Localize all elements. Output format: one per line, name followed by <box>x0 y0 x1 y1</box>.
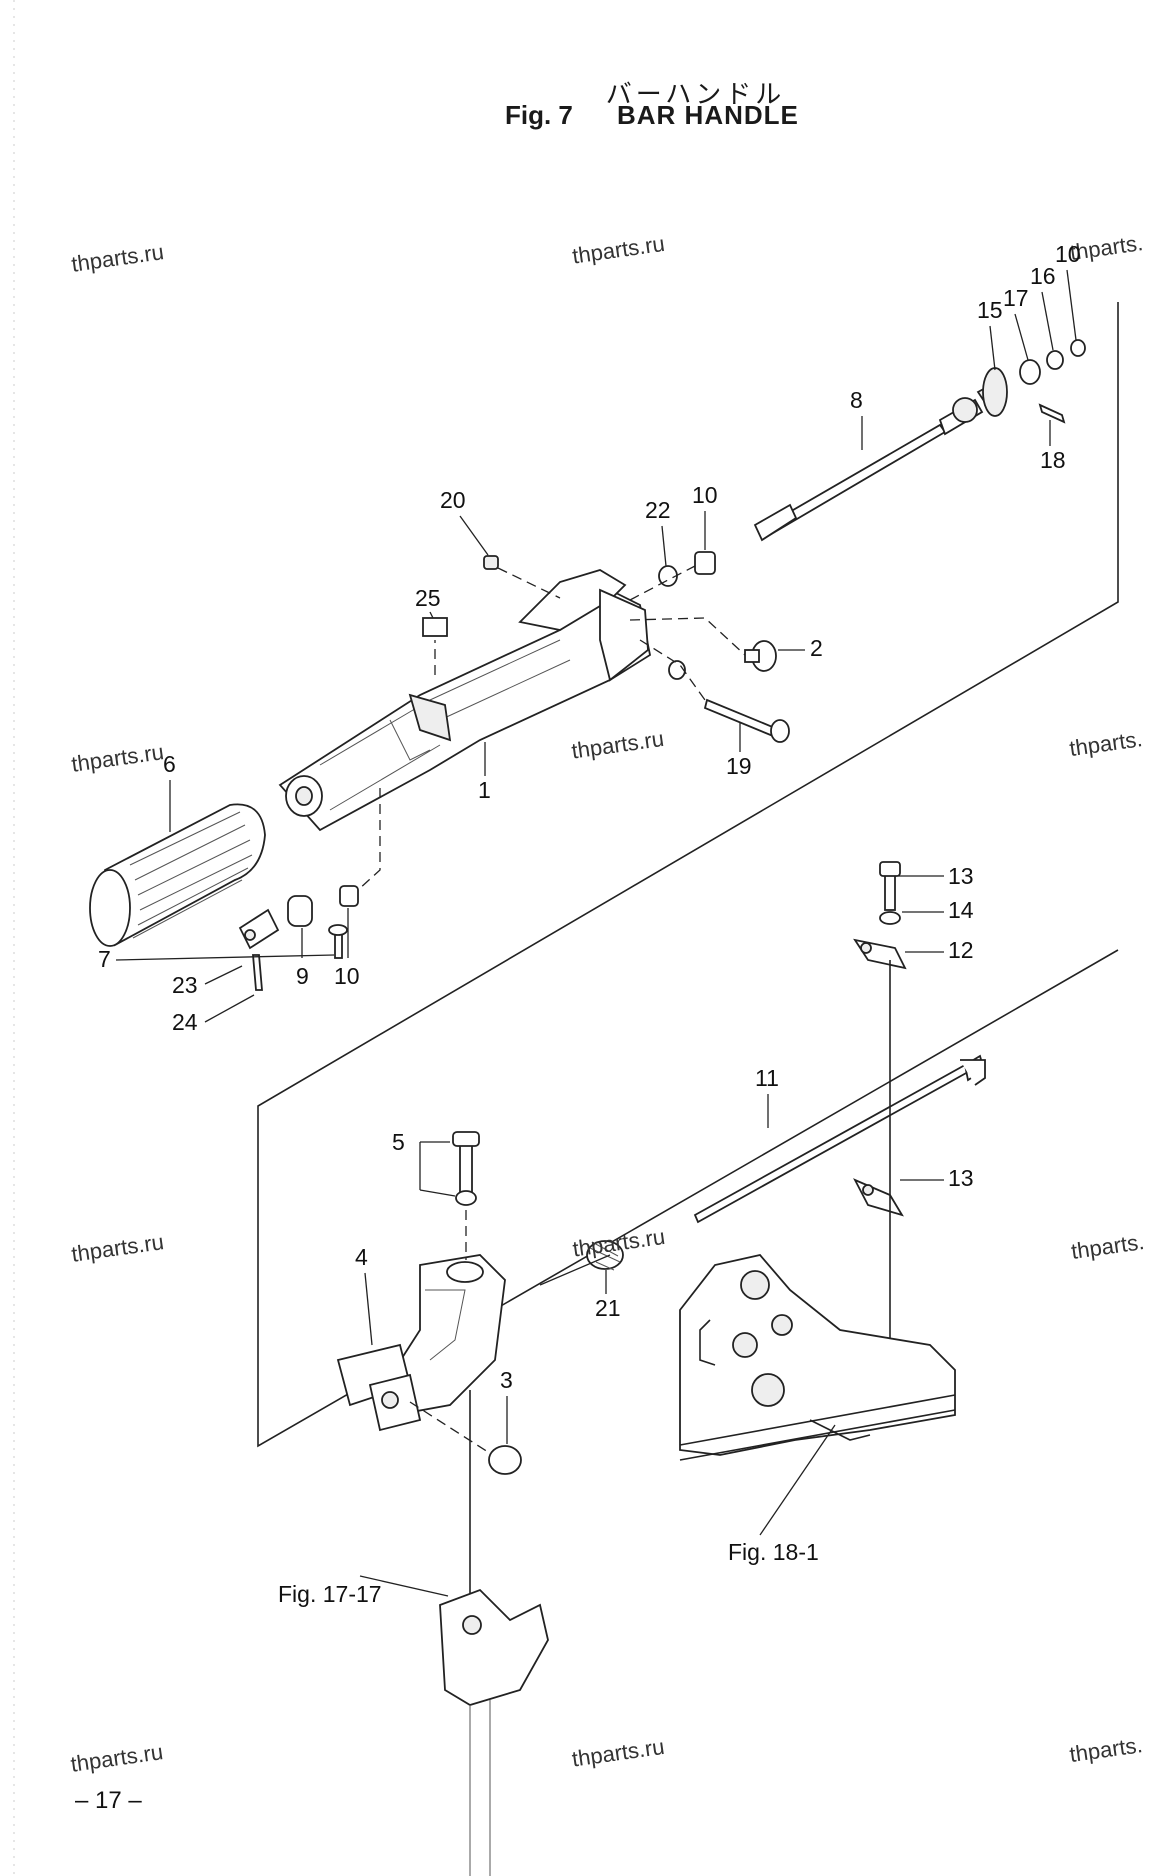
part-label-10-top-right: 10 <box>1055 241 1081 267</box>
watermark: thparts.ru <box>571 231 667 269</box>
engine-pan <box>679 1254 956 1461</box>
watermark: thparts. <box>1070 1229 1146 1264</box>
part-label-13-lower: 13 <box>948 1165 974 1191</box>
part-label-18: 18 <box>1040 447 1066 473</box>
watermark: thparts. <box>1068 1732 1144 1767</box>
part-label-13-top: 13 <box>948 863 974 889</box>
arm-13 <box>853 1178 904 1217</box>
arm-12 <box>853 938 907 970</box>
watermark: thparts.ru <box>70 239 166 277</box>
part-label-25: 25 <box>415 585 441 611</box>
collar-9 <box>287 895 313 927</box>
washer-3 <box>488 1445 522 1475</box>
title-japanese: バーハンドル <box>605 80 786 110</box>
watermark: thparts.ru <box>570 726 666 764</box>
part-label-9: 9 <box>296 963 309 989</box>
part-label-10-upper: 10 <box>692 482 718 508</box>
figure-number: Fig. 7 <box>505 100 573 130</box>
dash-2 <box>629 617 746 656</box>
link-23 <box>238 908 280 950</box>
dash-10 <box>357 788 381 891</box>
spring-21 <box>586 1240 624 1271</box>
part-label-19: 19 <box>726 753 752 779</box>
watermark: thparts.ru <box>70 1229 166 1267</box>
part-label-1: 1 <box>478 777 491 803</box>
part-label-23: 23 <box>172 972 198 998</box>
reference-fig-18-1: Fig. 18-1 <box>728 1539 819 1565</box>
washer-19 <box>668 660 686 680</box>
part-label-17: 17 <box>1003 285 1029 311</box>
page-number: – 17 – <box>75 1787 142 1814</box>
part-label-4: 4 <box>355 1244 368 1270</box>
throttle-shaft <box>753 339 1086 542</box>
pin-24 <box>252 954 263 991</box>
part-label-10-lower: 10 <box>334 963 360 989</box>
reference-fig-17-17: Fig. 17-17 <box>278 1581 382 1607</box>
knob-2 <box>744 640 777 672</box>
nut-20 <box>483 555 499 570</box>
bolt-19 <box>703 698 790 743</box>
watermark: thparts.ru <box>570 1734 666 1772</box>
part-label-7: 7 <box>98 946 111 972</box>
part-label-11: 11 <box>755 1065 779 1091</box>
label-25 <box>422 617 448 637</box>
throttle-grip <box>89 803 266 947</box>
bracket <box>336 1254 506 1432</box>
part-label-3: 3 <box>500 1367 513 1393</box>
dash-20 <box>497 567 561 599</box>
part-label-8: 8 <box>850 387 863 413</box>
bolt-5 <box>452 1131 480 1206</box>
part-label-15: 15 <box>977 297 1003 323</box>
leader-line <box>539 1254 611 1286</box>
figure-title: BAR HANDLE <box>617 100 799 130</box>
bolt-13-top <box>879 861 901 911</box>
watermark: thparts.ru <box>70 739 166 777</box>
collar-10-top <box>694 551 716 575</box>
part-label-21: 21 <box>595 1295 621 1321</box>
part-label-12: 12 <box>948 937 974 963</box>
part-label-20: 20 <box>440 487 466 513</box>
part-label-6: 6 <box>163 751 176 777</box>
part-label-14: 14 <box>948 897 974 923</box>
part-label-22: 22 <box>645 497 671 523</box>
part-label-2: 2 <box>810 635 823 661</box>
part-label-5: 5 <box>392 1129 405 1155</box>
link-rod <box>693 1054 986 1224</box>
assembly-boundary-line <box>257 302 1119 1448</box>
washer-14 <box>879 911 901 925</box>
watermark: thparts.ru <box>69 1739 165 1777</box>
watermark: thparts. <box>1068 726 1144 761</box>
part-label-16: 16 <box>1030 263 1056 289</box>
handle-body <box>278 569 652 832</box>
part-label-24: 24 <box>172 1009 198 1035</box>
lower-mount <box>439 1588 549 1876</box>
collar-10-bottom <box>339 885 359 907</box>
